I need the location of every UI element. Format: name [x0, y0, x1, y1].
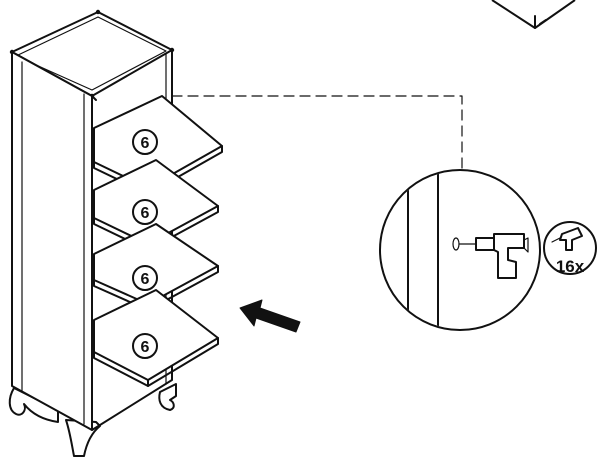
- peg-quantity-text: 16x: [556, 257, 585, 276]
- insert-direction-arrow-icon: [239, 299, 301, 333]
- shelf-label-3: 6: [132, 265, 158, 291]
- shelf-label-1-text: 6: [141, 135, 150, 152]
- cabinet-foot-right: [158, 383, 177, 411]
- small-peg-icon: [551, 227, 583, 251]
- box-fragment: [491, 0, 576, 29]
- shelf-label-2: 6: [132, 199, 158, 225]
- cabinet: [8, 9, 177, 457]
- shelf-label-4: 6: [132, 333, 158, 359]
- detail-callout: [379, 169, 541, 331]
- cabinet-side-panel: [11, 51, 93, 431]
- detail-leader-line: [171, 95, 463, 171]
- shelf-4: [93, 289, 219, 387]
- shelf-label-3-text: 6: [141, 271, 150, 288]
- shelf-support-peg-icon: [452, 233, 529, 279]
- shelf-label-2-text: 6: [141, 205, 150, 222]
- peg-quantity-badge: 16x: [543, 221, 597, 276]
- shelf-label-4-text: 6: [141, 339, 150, 356]
- shelf-label-1: 6: [132, 129, 158, 155]
- cabinet-foot-left: [8, 387, 59, 423]
